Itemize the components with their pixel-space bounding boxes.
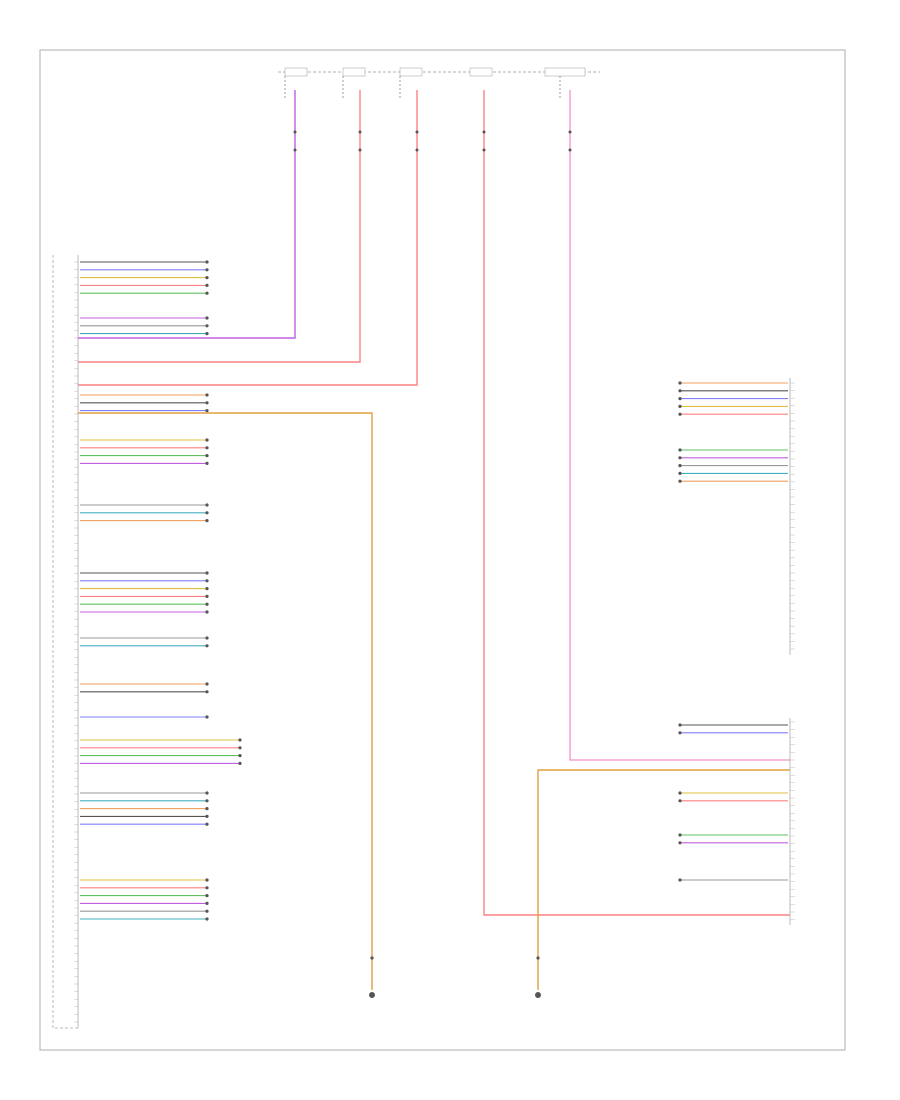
connector-icon: [205, 682, 209, 686]
ground-icon: [535, 992, 541, 998]
connector-icon: [205, 571, 209, 575]
connector-icon: [205, 401, 209, 405]
connector-icon: [205, 409, 209, 413]
connector-icon: [205, 799, 209, 803]
connector-icon: [678, 841, 682, 845]
connector-icon: [205, 636, 209, 640]
connector-icon: [678, 397, 682, 401]
connector-icon: [205, 909, 209, 913]
connector-icon: [205, 438, 209, 442]
connector-icon: [238, 746, 242, 750]
connector-icon: [678, 791, 682, 795]
connector-icon: [205, 316, 209, 320]
connector-icon: [238, 754, 242, 758]
connector-icon: [205, 791, 209, 795]
connector-icon: [205, 283, 209, 287]
fuse-1: [284, 67, 308, 77]
connector-icon: [205, 690, 209, 694]
fuse-box: [278, 67, 600, 100]
connector-icon: [205, 446, 209, 450]
left-control-module: [52, 255, 79, 1029]
connector-icon: [678, 799, 682, 803]
connector-icon: [205, 594, 209, 599]
diagram-frame: [39, 49, 846, 1051]
connector-icon: [678, 479, 682, 483]
connector-icon: [678, 464, 682, 468]
connector-icon: [205, 324, 209, 328]
ground-icon: [369, 992, 375, 998]
connector-icon: [205, 901, 209, 906]
connector-icon: [205, 807, 209, 811]
connector-icon: [238, 738, 242, 742]
connector-icon: [205, 332, 209, 336]
connector-icon: [205, 822, 209, 826]
fuse-4: [469, 67, 493, 77]
connector-icon: [205, 644, 209, 648]
connector-icon: [678, 723, 682, 727]
connector-icon: [205, 579, 209, 583]
feed-wires: [78, 90, 790, 990]
connector-icon: [678, 389, 682, 393]
connector-icon: [205, 511, 209, 515]
fuse-3: [399, 67, 423, 77]
connector-icon: [205, 602, 209, 606]
connector-icon: [678, 878, 682, 882]
fuse-2: [342, 67, 366, 77]
connector-icon: [205, 886, 209, 890]
connector-icon: [205, 814, 209, 819]
connector-icon: [205, 461, 209, 465]
connector-icon: [238, 761, 242, 766]
connector-icon: [205, 587, 209, 591]
connector-icon: [678, 833, 682, 837]
connector-icon: [205, 519, 209, 523]
connector-icon: [205, 715, 209, 719]
ground-1: [369, 956, 375, 998]
connector-icon: [205, 260, 209, 264]
connector-icon: [205, 268, 209, 272]
fuse-5: [544, 67, 586, 77]
connector-icons: [293, 130, 572, 152]
connector-icon: [678, 456, 682, 460]
connector-icon: [205, 610, 209, 614]
connector-icon: [678, 471, 682, 475]
connector-icon: [205, 393, 209, 397]
left-pin-wires: [74, 260, 242, 1023]
ground-2: [535, 956, 541, 998]
connector-icon: [205, 878, 209, 882]
connector-icon: [678, 448, 682, 452]
connector-icon: [205, 894, 209, 898]
right-pin-wires: [678, 381, 795, 920]
connector-icon: [678, 381, 682, 385]
connector-icon: [678, 731, 682, 735]
connector-icon: [678, 412, 682, 416]
connector-icon: [205, 454, 209, 458]
connector-icon: [205, 917, 209, 921]
connector-icon: [205, 291, 209, 295]
connector-icon: [205, 276, 209, 280]
connector-icon: [678, 404, 682, 408]
connector-icon: [205, 503, 209, 507]
